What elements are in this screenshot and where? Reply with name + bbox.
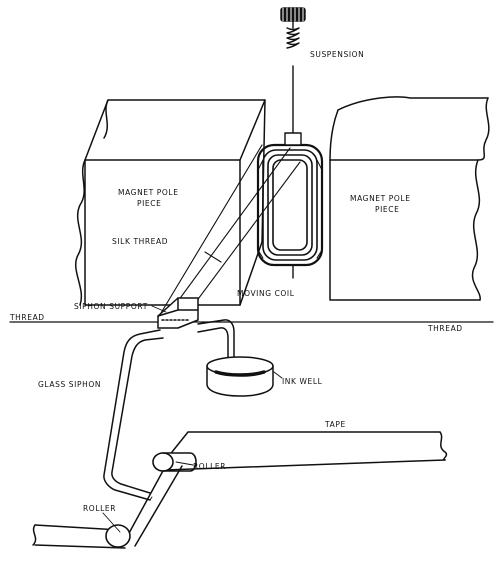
leader-lines (102, 305, 283, 533)
suspension-assembly (280, 7, 306, 134)
label-moving-coil: MOVING COIL (237, 289, 295, 298)
label-magnet-pole-left-2: PIECE (137, 199, 161, 208)
label-magnet-pole-right-2: PIECE (375, 205, 399, 214)
label-magnet-pole-right-1: MAGNET POLE (350, 194, 411, 203)
label-roller-lower: ROLLER (83, 504, 116, 513)
label-ink-well: INK WELL (282, 377, 323, 386)
ink-well (206, 356, 274, 397)
label-siphon-support: SIPHON SUPPORT (74, 302, 148, 311)
paper-tape (32, 431, 448, 549)
roller-lower (105, 524, 131, 548)
label-glass-siphon: GLASS SIPHON (38, 380, 101, 389)
silk-threads (157, 144, 301, 319)
siphon-support (157, 297, 199, 329)
label-suspension: SUSPENSION (310, 50, 364, 59)
label-roller-upper: ROLLER (193, 462, 226, 471)
suspension-spring (286, 27, 300, 49)
label-tape: TAPE (324, 420, 346, 429)
suspension-knob (280, 7, 306, 22)
label-magnet-pole-left-1: MAGNET POLE (118, 188, 179, 197)
moving-coil (256, 132, 324, 279)
roller-upper (152, 452, 197, 472)
magnet-pole-right (329, 96, 490, 301)
label-thread-left: THREAD (9, 313, 45, 322)
label-thread-right: THREAD (427, 324, 463, 333)
glass-siphon (103, 319, 235, 501)
magnet-pole-left (75, 99, 266, 306)
label-silk-thread: SILK THREAD (112, 237, 168, 246)
